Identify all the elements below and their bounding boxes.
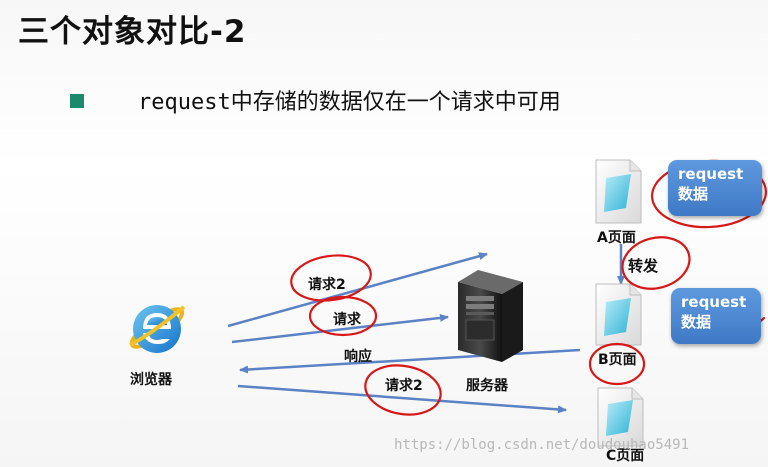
annotation-circle-request2-bottom [364,364,442,416]
request-label: 请求 [333,312,361,328]
page-c-label: C页面 [606,448,645,464]
watermark-url: https://blog.csdn.net/doudouhao5491 [394,437,690,453]
server-label: 服务器 [466,378,508,394]
annotation-circle-request [308,295,378,337]
response-label: 响应 [344,349,372,365]
browser-label: 浏览器 [130,372,172,388]
annotation-circle-page-b [588,342,646,386]
request-data-a-line1: request [678,165,744,183]
internet-explorer-icon [129,305,186,353]
request2-bottom-label: 请求2 [385,378,423,394]
slide-title: 三个对象对比-2 [18,14,247,50]
page-b-label: B页面 [598,352,637,368]
document-page-icon-b [595,283,642,346]
document-page-icon-a [595,159,642,224]
document-page-icon-c [597,387,644,447]
page-a-label: A页面 [597,230,636,246]
request-data-bubble-b: request 数据 [671,288,761,344]
request2-arrow-bottom [237,384,567,414]
server-tower-icon [458,270,523,362]
forward-label: 转发 [628,257,659,275]
request2-arrow-top [227,252,488,328]
annotation-circle-forward [621,236,691,290]
bullet-text: request中存储的数据仅在一个请求中可用 [138,90,561,115]
request-data-b-line1: request [681,293,747,311]
request-data-a-line2: 数据 [678,185,709,203]
request-data-b-line2: 数据 [681,313,712,331]
request-arrow [231,313,449,344]
bullet-marker [70,94,84,108]
request2-top-label: 请求2 [308,277,346,293]
request-data-bubble-a: request 数据 [668,160,762,216]
response-arrow [239,348,581,374]
annotation-circle-request2-top [290,254,372,302]
